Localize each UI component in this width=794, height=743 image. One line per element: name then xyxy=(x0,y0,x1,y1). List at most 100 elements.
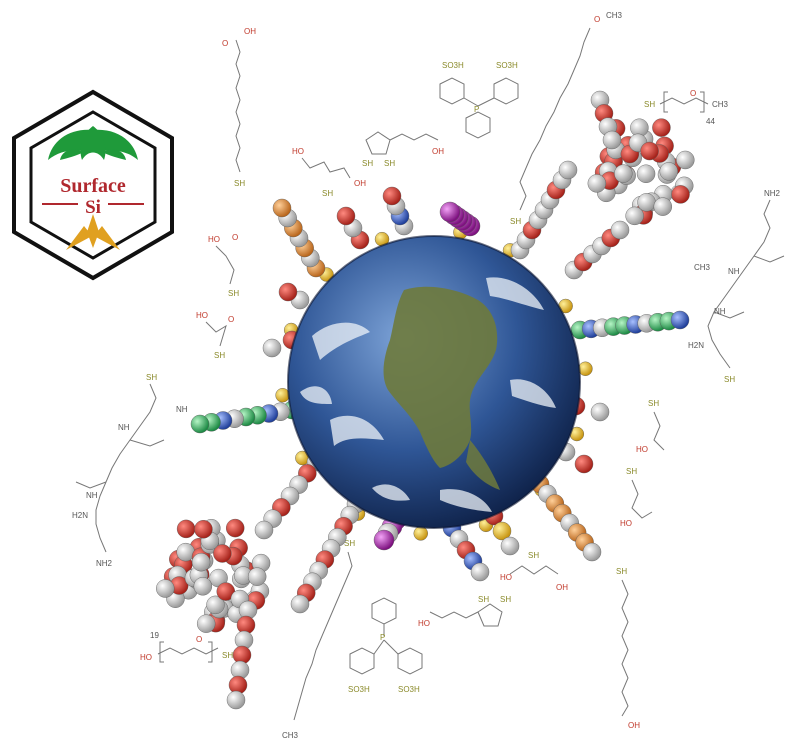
svg-text:SH: SH xyxy=(146,373,157,382)
svg-text:P: P xyxy=(474,105,479,114)
atom-sphere xyxy=(558,160,578,180)
atom-sphere xyxy=(373,529,395,551)
svg-text:NH2: NH2 xyxy=(96,559,113,568)
mercaptopropionic-acid-left: HO O SH xyxy=(208,233,239,298)
svg-text:HO: HO xyxy=(196,311,208,320)
peg-chain-bottom: SH CH3 xyxy=(282,539,355,740)
svg-text:HO: HO xyxy=(620,519,632,528)
atom-sphere xyxy=(439,201,461,223)
peg-chain-top: O CH3 SH xyxy=(510,11,623,226)
atom-sphere xyxy=(602,130,622,150)
atom-sphere xyxy=(640,141,659,161)
svg-text:O: O xyxy=(222,39,228,48)
svg-text:NH: NH xyxy=(176,405,188,414)
svg-text:H2N: H2N xyxy=(72,511,88,520)
atom-sphere xyxy=(226,690,246,710)
mercaptosuccinic-acid-top: HO OH SH xyxy=(292,147,366,198)
svg-text:HO: HO xyxy=(418,619,430,628)
logo-text-si: Si xyxy=(85,197,101,218)
atom-sphere xyxy=(582,542,602,562)
logo-leaf-icon xyxy=(48,126,138,160)
svg-text:SH: SH xyxy=(648,399,659,408)
atom-sphere xyxy=(470,562,490,582)
atom-sphere xyxy=(262,338,282,358)
chemical-structures: OH O SH HO OH SH SH SH OH P SO3H xyxy=(72,11,785,740)
svg-text:HO: HO xyxy=(140,653,152,662)
svg-text:NH2: NH2 xyxy=(764,189,781,198)
svg-text:OH: OH xyxy=(432,147,444,156)
atom-sphere xyxy=(196,614,216,633)
atom-sphere xyxy=(492,521,512,541)
svg-text:O: O xyxy=(196,635,202,644)
atom-sphere xyxy=(382,186,402,206)
svg-text:19: 19 xyxy=(150,631,159,640)
svg-text:SH: SH xyxy=(644,100,655,109)
svg-text:SH: SH xyxy=(214,351,225,360)
atom-sphere xyxy=(610,220,630,240)
phosphine-sulfonate-bottom: P SO3H SO3H xyxy=(348,597,423,694)
svg-text:O: O xyxy=(594,15,600,24)
atom-sphere xyxy=(176,519,196,539)
peg-short-top-right: SH O CH3 44 xyxy=(644,89,729,126)
earth-nanoparticle xyxy=(287,235,581,529)
atom-sphere xyxy=(156,579,175,598)
svg-text:CH3: CH3 xyxy=(282,731,299,740)
svg-text:CH3: CH3 xyxy=(694,263,711,272)
svg-text:SH: SH xyxy=(384,159,395,168)
atom-sphere xyxy=(254,520,274,540)
svg-text:OH: OH xyxy=(556,583,568,592)
ligand-models xyxy=(156,90,695,710)
peptide-left: SH NH NH NH H2N NH2 xyxy=(72,373,188,568)
atom-sphere xyxy=(191,552,211,572)
peptide-right: NH2 CH3 NH NH H2N SH xyxy=(688,189,785,384)
svg-text:SH: SH xyxy=(626,467,637,476)
atom-sphere xyxy=(225,518,245,538)
atom-sphere xyxy=(637,193,656,212)
svg-text:HO: HO xyxy=(292,147,304,156)
atom-sphere xyxy=(213,544,232,563)
logo-hexagon-outer xyxy=(12,89,174,281)
atom-sphere xyxy=(659,162,678,181)
svg-text:O: O xyxy=(690,89,696,98)
atom-sphere xyxy=(614,164,633,183)
svg-text:SH: SH xyxy=(478,595,489,604)
phosphine-sulfonate-top: P SO3H SO3H xyxy=(439,61,519,139)
lipoic-acid-top: SH SH OH xyxy=(362,131,444,168)
atom-sphere xyxy=(247,567,267,586)
svg-text:44: 44 xyxy=(706,117,715,126)
svg-text:H2N: H2N xyxy=(688,341,704,350)
svg-text:SH: SH xyxy=(228,289,239,298)
svg-text:SH: SH xyxy=(724,375,735,384)
atom-sphere xyxy=(190,414,210,434)
logo-star-icon xyxy=(66,214,120,250)
svg-text:SO3H: SO3H xyxy=(398,685,420,694)
atom-sphere xyxy=(671,185,690,204)
svg-text:SH: SH xyxy=(322,189,333,198)
svg-text:SO3H: SO3H xyxy=(496,61,518,70)
atom-sphere xyxy=(574,454,594,474)
svg-text:OH: OH xyxy=(244,27,256,36)
atom-sphere xyxy=(636,164,656,183)
svg-text:SH: SH xyxy=(528,551,539,560)
atom-sphere xyxy=(194,520,213,539)
svg-text:SH: SH xyxy=(510,217,521,226)
atom-sphere xyxy=(625,206,644,226)
atom-sphere xyxy=(676,150,695,170)
lipoic-acid-bottom: HO SH SH xyxy=(418,595,511,628)
svg-text:SH: SH xyxy=(234,179,245,188)
svg-text:SO3H: SO3H xyxy=(442,61,464,70)
svg-text:HO: HO xyxy=(500,573,512,582)
svg-text:SH: SH xyxy=(362,159,373,168)
earth-continent xyxy=(383,286,498,468)
atom-sphere xyxy=(670,310,690,330)
svg-text:SH: SH xyxy=(344,539,355,548)
surface-si-logo: Surface Si xyxy=(12,89,174,281)
svg-text:NH: NH xyxy=(714,307,726,316)
atom-sphere xyxy=(290,594,310,614)
peg-chain-bottom-left: HO O SH 19 xyxy=(140,631,233,663)
svg-text:NH: NH xyxy=(728,267,740,276)
atom-sphere xyxy=(500,536,520,556)
atom-sphere xyxy=(336,206,356,226)
svg-text:OH: OH xyxy=(354,179,366,188)
